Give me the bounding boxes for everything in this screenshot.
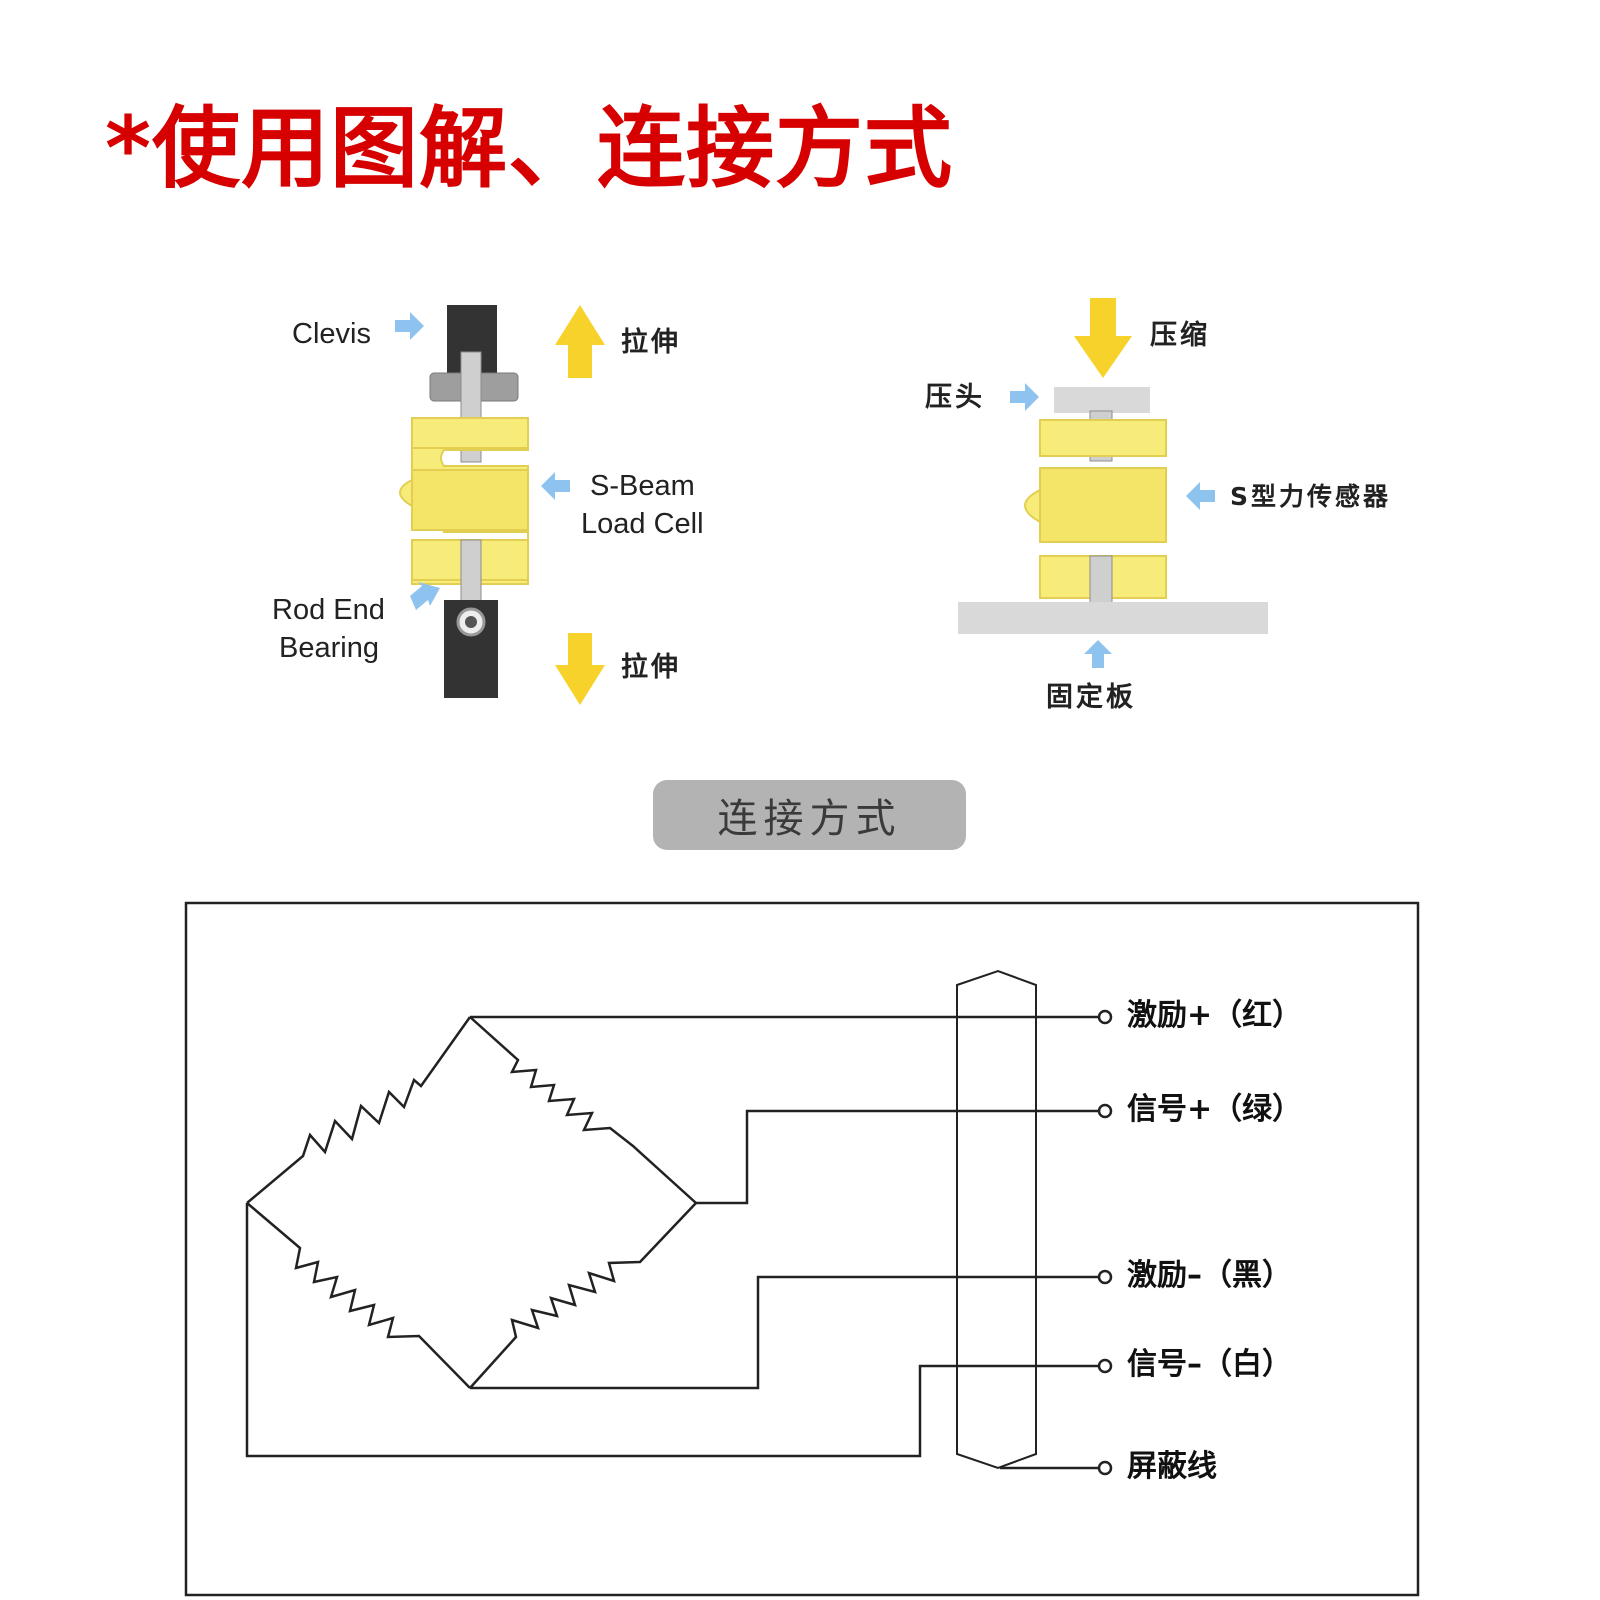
s-beam-middle [411, 469, 529, 531]
resistor-r3 [246, 1202, 471, 1389]
terminal-label-sig-minus: 信号–（白） [1127, 1347, 1292, 1382]
compress-arrow [1074, 298, 1132, 378]
sensor-top [1039, 419, 1167, 457]
sensor-middle [1039, 467, 1167, 543]
base-rod [1089, 555, 1113, 605]
tension-up-arrow [555, 305, 605, 378]
clevis-pointer-icon [395, 312, 424, 340]
resistor-r1 [246, 1016, 472, 1204]
cable-sheath [956, 969, 1037, 1470]
terminal-label-exc-plus: 激励+（红） [1127, 998, 1303, 1033]
terminal-label-shield: 屏蔽线 [1127, 1449, 1217, 1484]
terminal-5 [1097, 1460, 1113, 1476]
fixed-plate [958, 602, 1268, 634]
lead-sig-minus [245, 1203, 1098, 1458]
terminal-3 [1097, 1269, 1113, 1285]
lower-rod [460, 539, 482, 605]
rod-end-pointer-icon [410, 582, 440, 610]
section-pill: 连接方式 [653, 780, 966, 850]
press-head-plate [1054, 387, 1150, 413]
load-cell-label-2: Load Cell [581, 508, 704, 540]
clevis-label: Clevis [292, 318, 371, 350]
terminal-label-exc-minus: 激励–（黑） [1127, 1258, 1292, 1293]
resistor-r2 [469, 1016, 697, 1204]
wiring-frame [184, 901, 1420, 1597]
press-head-label: 压头 [925, 382, 985, 413]
fixed-plate-label: 固定板 [1046, 682, 1136, 713]
terminal-label-sig-plus: 信号+（绿） [1127, 1092, 1303, 1127]
press-head-pointer-icon [1010, 383, 1039, 411]
wiring-diagram [184, 901, 1420, 1597]
terminal-1 [1097, 1009, 1113, 1025]
page-title: *使用图解、连接方式 [105, 97, 954, 200]
s-beam-top [411, 417, 529, 449]
tension-top-label: 拉伸 [621, 327, 681, 358]
tension-down-arrow [555, 633, 605, 705]
rod-end-label-1: Rod End [272, 594, 385, 626]
tension-assembly [399, 305, 529, 698]
s-beam-tab [399, 478, 413, 508]
compress-label: 压缩 [1150, 320, 1210, 351]
sensor-pointer-icon [1186, 482, 1215, 510]
terminal-4 [1097, 1358, 1113, 1374]
compression-assembly [958, 387, 1268, 634]
tension-bottom-label: 拉伸 [621, 652, 681, 683]
rod-end-label-2: Bearing [279, 632, 379, 664]
terminal-2 [1097, 1103, 1113, 1119]
load-cell-pointer-icon [541, 472, 570, 500]
plate-pointer-icon [1084, 640, 1112, 668]
bearing-center [465, 616, 477, 628]
load-cell-label-1: S-Beam [590, 470, 695, 502]
lead-exc-minus [470, 1275, 1098, 1390]
sensor-tab [1024, 488, 1041, 524]
sensor-label: S型力传感器 [1230, 482, 1392, 511]
resistor-r4 [469, 1202, 697, 1389]
lead-sig-plus [696, 1109, 1098, 1205]
